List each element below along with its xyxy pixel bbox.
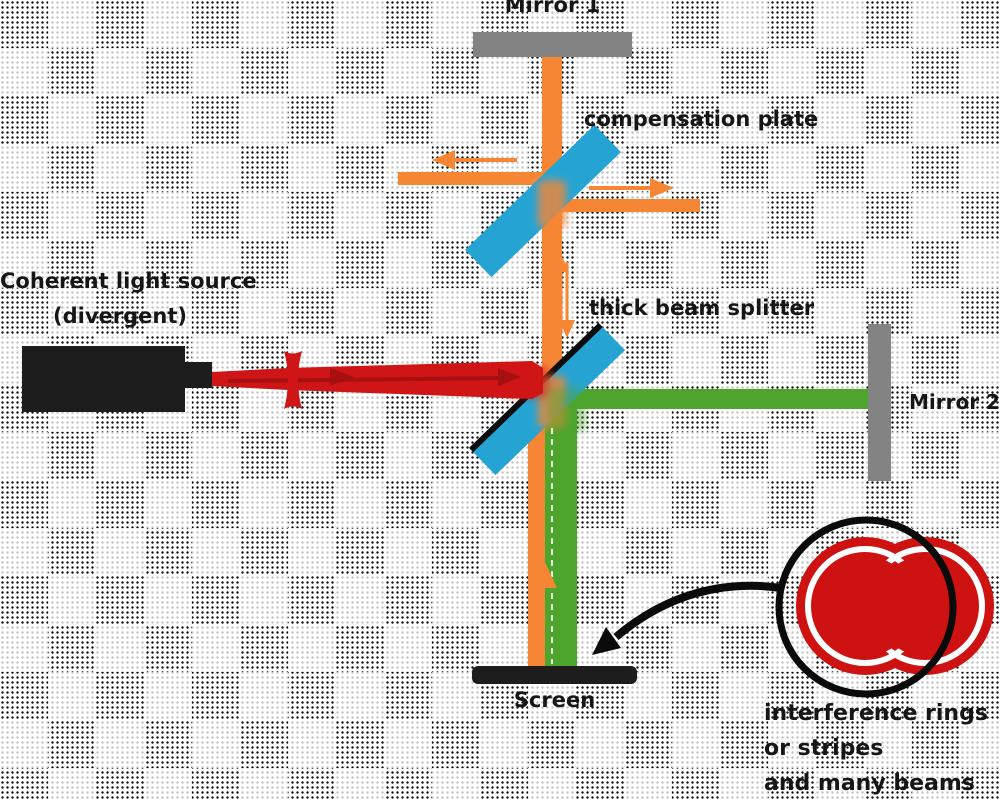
mirror1-bar: [473, 32, 632, 57]
curved-pointer-arrow: [613, 581, 782, 641]
red-beam-direction-line: [227, 376, 506, 383]
orange-beam-vertical-upper: [542, 56, 562, 406]
interference-pattern: [796, 537, 994, 675]
source-label-line2: (divergent): [53, 304, 187, 328]
divergent-lens: [284, 351, 302, 409]
orange-beam-vertical-lower: [528, 406, 545, 668]
right-arrowhead: [650, 178, 674, 198]
green-beam-horizontal: [562, 389, 868, 409]
note-line2: or stripes: [764, 736, 884, 761]
up-arrowhead: [553, 254, 569, 272]
screen-bar: [472, 666, 637, 684]
curved-pointer-arrowhead: [592, 627, 621, 655]
note-line3: and many beams: [764, 771, 975, 796]
screen-label: Screen: [513, 688, 596, 712]
mirror2-bar: [868, 324, 891, 481]
note-line1: interference rings: [764, 701, 988, 726]
light-source-box: [22, 346, 185, 412]
down-arrowhead: [559, 320, 575, 338]
green-beam-vertical: [545, 402, 577, 668]
compensation-plate-label: compensation plate: [584, 107, 819, 131]
light-source-nozzle: [185, 362, 212, 388]
mirror2-label: Mirror 2: [909, 390, 1000, 414]
beam-plate-blend-compensation: [538, 180, 566, 228]
red-beam-arrowhead-tip: [498, 368, 521, 386]
beam-plate-blend-splitter-green: [548, 388, 586, 432]
magnifier-circle: [775, 516, 957, 698]
red-beam-arrowhead-mid: [330, 368, 354, 386]
source-label-line1: Coherent light source: [0, 269, 257, 293]
beam-splitter-label: thick beam splitter: [589, 296, 815, 320]
lower-beam-up-arrowhead: [529, 558, 557, 588]
left-arrowhead: [432, 150, 455, 170]
mirror1-label: Mirror 1: [504, 0, 601, 17]
orange-beam-horizontal-right: [562, 199, 700, 212]
orange-beam-horizontal-left: [398, 172, 546, 185]
